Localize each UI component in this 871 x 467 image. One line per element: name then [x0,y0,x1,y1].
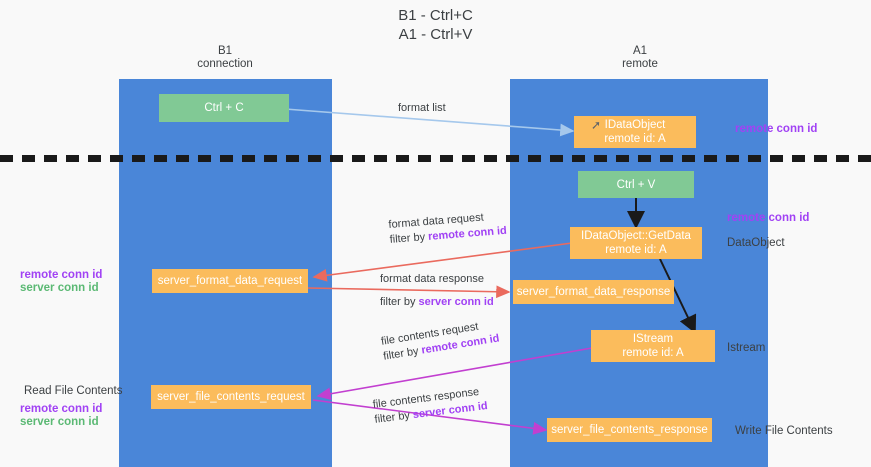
edge-label-format-data-response: format data response filter by server co… [380,272,494,310]
box-server-file-contents-response[interactable]: server_file_contents_response [547,418,712,442]
fdres-prefix: filter by [380,296,419,308]
edge-label-file-contents-response: file contents response filter by server … [372,384,489,428]
box-ctrl-c[interactable]: Ctrl + C [159,94,289,122]
edge-label-file-contents-request: file contents request filter by remote c… [380,317,501,365]
edge-label-format-data-request: format data request filter by remote con… [388,209,507,248]
label-remote-conn-id-top: remote conn id [735,123,818,135]
phase-divider [0,155,871,162]
edge-label-format-list: format list [398,101,446,116]
label-remote-conn-id-mid: remote conn id [727,212,810,224]
column-header-a1: A1 remote [622,45,658,70]
edge-label-fdres-line1: format data response [380,273,484,285]
edge-label-format-list-line1: format list [398,102,446,114]
label-left-remote-conn-id-2: remote conn id [20,403,103,415]
box-istream[interactable]: IStream remote id: A [591,330,715,362]
page-title: B1 - Ctrl+C A1 - Ctrl+V [398,7,473,43]
box-idataobject-getdata[interactable]: IDataObject::GetData remote id: A [570,227,702,259]
fdreq-prefix: filter by [389,230,429,246]
box-idataobject[interactable]: IDataObject remote id: A [574,116,696,148]
label-left-remote-conn-id: remote conn id [20,269,103,281]
label-read-file-contents: Read File Contents [24,385,123,397]
column-header-b1: B1 connection [197,45,253,70]
label-istream: Istream [727,342,766,354]
fdres-highlight: server conn id [418,296,494,308]
fcres-prefix: filter by [373,409,414,426]
label-write-file-contents: Write File Contents [735,425,833,437]
label-dataobject: DataObject [727,237,785,249]
box-ctrl-v[interactable]: Ctrl + V [578,171,694,198]
box-server-file-contents-request[interactable]: server_file_contents_request [151,385,311,409]
label-left-server-conn-id: server conn id [20,282,99,294]
box-server-format-data-response[interactable]: server_format_data_response [513,280,674,304]
box-server-format-data-request[interactable]: server_format_data_request [152,269,308,293]
label-left-server-conn-id-2: server conn id [20,416,99,428]
edge-label-fdres-line2: filter by server conn id [380,295,494,310]
